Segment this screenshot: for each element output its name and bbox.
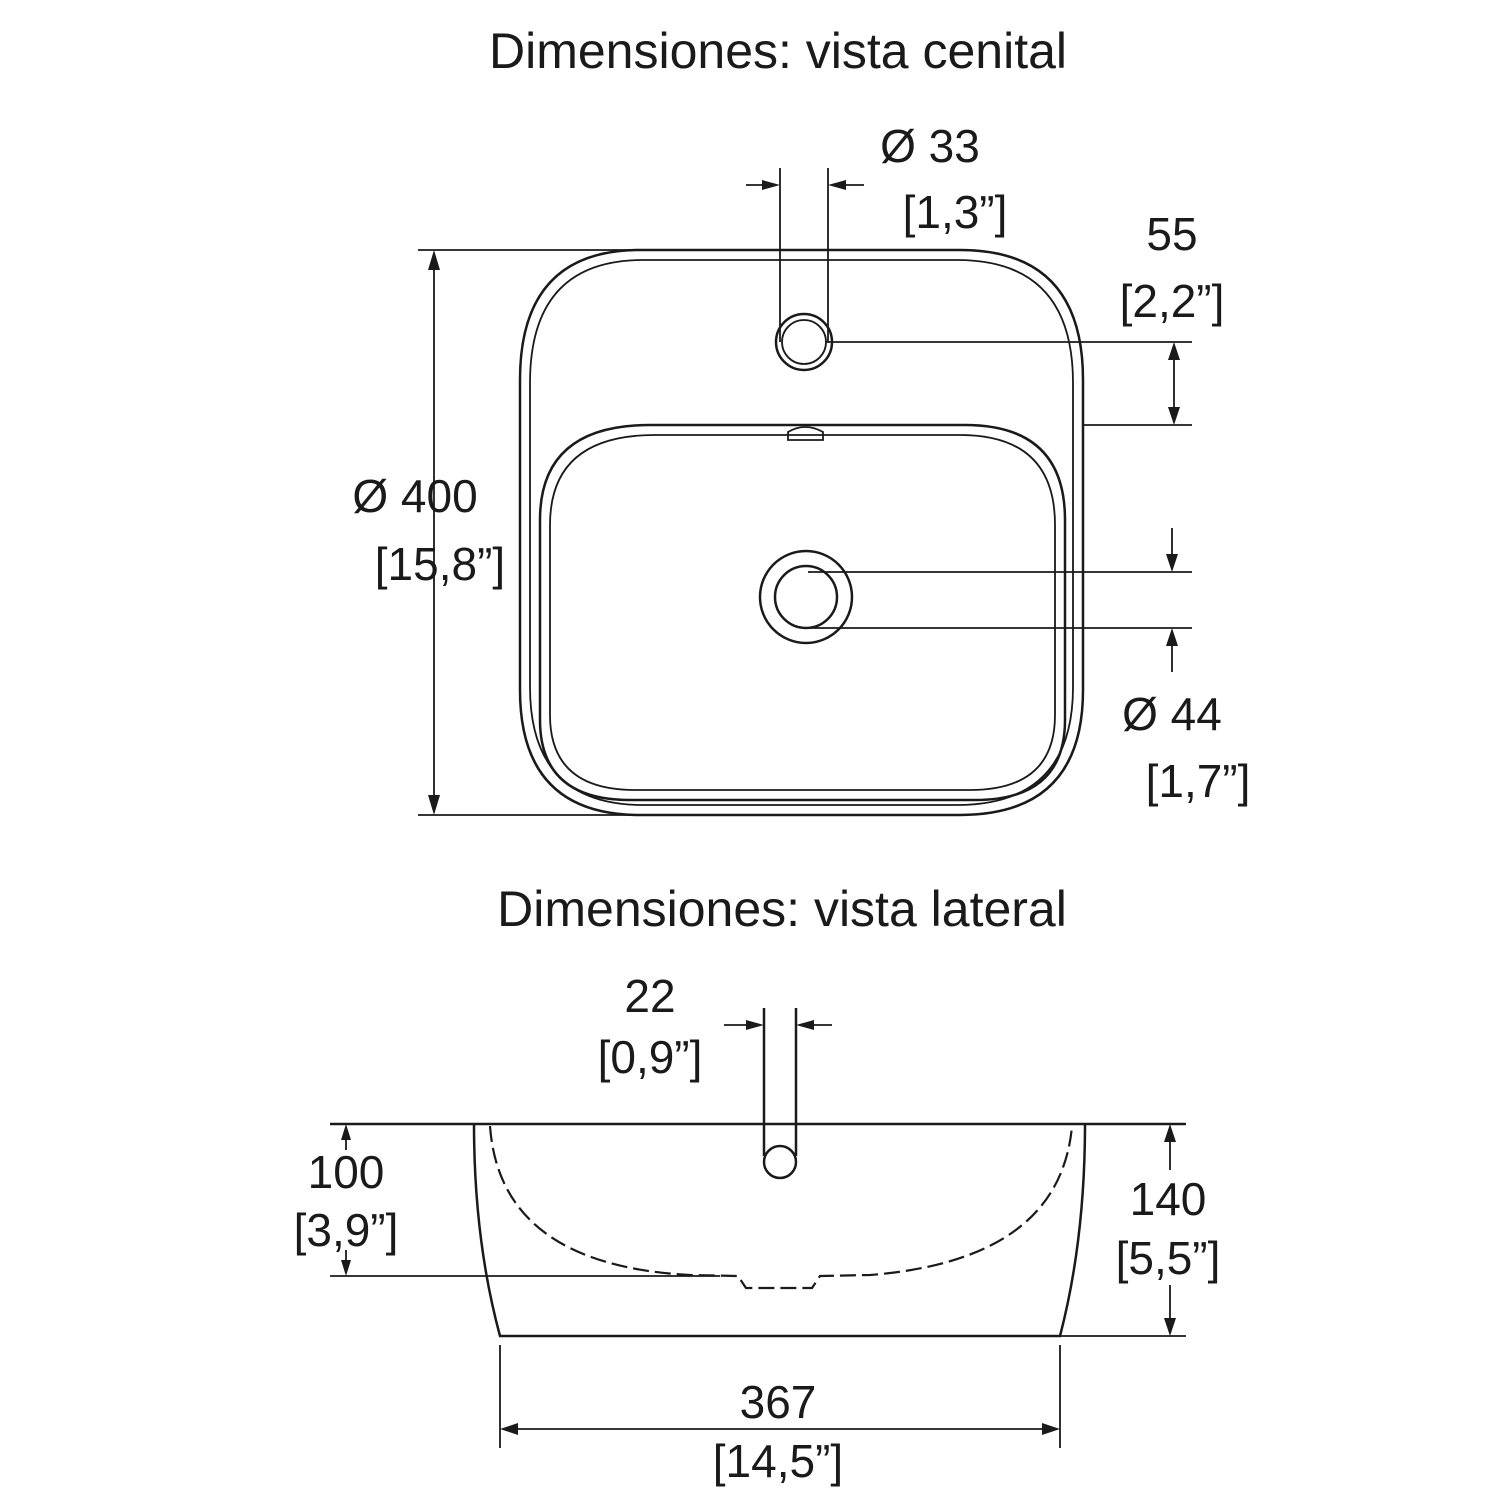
dim-overall-diameter: Ø 400 [15,8”] bbox=[352, 249, 640, 816]
dim-height-inches: [5,5”] bbox=[1116, 1232, 1221, 1284]
dim-drain: Ø 44 [1,7”] bbox=[808, 528, 1250, 807]
side-view-title: Dimensiones: vista lateral bbox=[497, 881, 1067, 937]
dim-height: 140 [5,5”] bbox=[1060, 1124, 1221, 1337]
basin-outer-rim bbox=[518, 248, 1085, 817]
dim-height-value: 140 bbox=[1130, 1173, 1207, 1225]
dim-overflow-value: 22 bbox=[624, 970, 675, 1022]
basin-side-outline bbox=[472, 1123, 1087, 1338]
dim-tap-offset: 55 [2,2”] bbox=[825, 208, 1225, 426]
dim-overall-value: Ø 400 bbox=[352, 470, 477, 522]
dim-bowl-depth-value: 100 bbox=[308, 1146, 385, 1198]
dim-overflow: 22 [0,9”] bbox=[598, 970, 832, 1083]
overflow-hole bbox=[762, 1144, 798, 1180]
dim-overflow-inches: [0,9”] bbox=[598, 1031, 703, 1083]
dim-tap-offset-value: 55 bbox=[1146, 208, 1197, 260]
top-view-title: Dimensiones: vista cenital bbox=[489, 23, 1067, 79]
basin-side-view bbox=[330, 1008, 1186, 1338]
dim-bowl-depth: 100 [3,9”] bbox=[294, 1124, 720, 1277]
overflow-slot bbox=[787, 426, 824, 441]
drain-outer-ring bbox=[758, 549, 854, 645]
basin-side-inner-bowl bbox=[488, 1125, 1074, 1290]
basin-top-view bbox=[518, 248, 1085, 817]
dim-tap-hole-inches: [1,3”] bbox=[903, 186, 1008, 238]
basin-rim-edge bbox=[529, 259, 1074, 806]
tap-hole-inner bbox=[781, 319, 827, 365]
dim-tap-offset-inches: [2,2”] bbox=[1120, 275, 1225, 327]
dim-bowl-depth-inches: [3,9”] bbox=[294, 1204, 399, 1256]
dim-base-width: 367 [14,5”] bbox=[499, 1345, 1061, 1487]
dim-overall-inches: [15,8”] bbox=[375, 538, 505, 590]
dim-base-width-inches: [14,5”] bbox=[713, 1435, 843, 1487]
dim-tap-hole: Ø 33 [1,3”] bbox=[746, 120, 1007, 342]
tap-hole bbox=[774, 312, 834, 372]
dim-drain-value: Ø 44 bbox=[1122, 688, 1222, 740]
dim-base-width-value: 367 bbox=[740, 1376, 817, 1428]
dim-tap-hole-value: Ø 33 bbox=[880, 120, 980, 172]
basin-bowl-edge bbox=[549, 434, 1056, 791]
drain-hole bbox=[773, 564, 839, 630]
basin-inner-bowl bbox=[538, 423, 1067, 802]
dim-drain-inches: [1,7”] bbox=[1146, 755, 1251, 807]
